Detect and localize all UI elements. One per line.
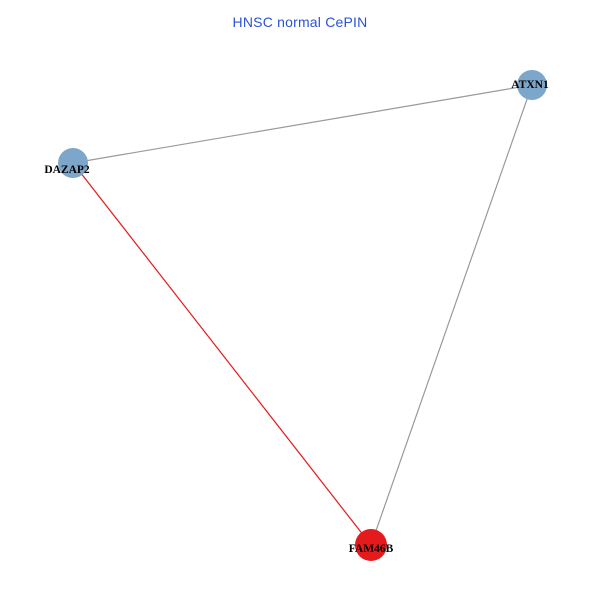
edges-layer (72, 84, 533, 546)
node-label-dazap2: DAZAP2 (44, 164, 90, 176)
node-atxn1 (517, 70, 547, 100)
nodes-layer (58, 70, 547, 561)
edge-dazap2-atxn1 (72, 84, 533, 164)
edge-atxn1-fam46b (370, 84, 533, 546)
node-fam46b (355, 529, 387, 561)
edge-dazap2-fam46b (72, 162, 372, 546)
node-label-fam46b: FAM46B (349, 543, 394, 555)
plot-title: HNSC normal CePIN (232, 14, 368, 30)
node-label-atxn1: ATXN1 (511, 79, 549, 91)
node-dazap2 (58, 148, 88, 178)
